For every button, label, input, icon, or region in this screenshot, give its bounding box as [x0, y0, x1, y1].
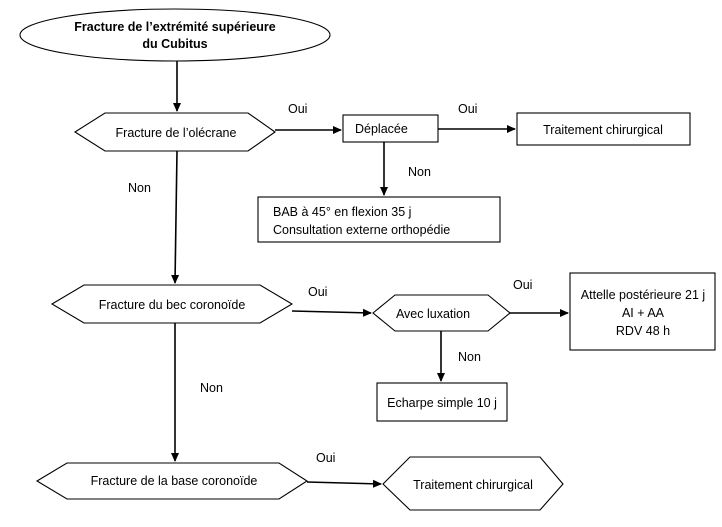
edge-bec-to-luxation — [291, 308, 372, 317]
box-attelle-line3: RDV 48 h — [616, 324, 670, 338]
box-echarpe: Echarpe simple 10 j — [376, 382, 508, 422]
box-bab: BAB à 45° en flexion 35 j Consultation e… — [257, 196, 501, 243]
decision-bec-label: Fracture du bec coronoïde — [99, 298, 246, 312]
box-deplacee: Déplacée — [342, 114, 439, 143]
box-traitement-1-label: Traitement chirurgical — [543, 123, 663, 137]
start-title-line1: Fracture de l’extrémité supérieure — [74, 20, 276, 34]
decision-luxation-label: Avec luxation — [396, 307, 470, 321]
terminal-traitement-2-label: Traitement chirurgical — [413, 478, 533, 492]
edge-label-oui-luxation: Oui — [513, 278, 532, 292]
edge-base-to-traitement — [306, 479, 382, 488]
edge-label-non-olecrane: Non — [128, 181, 151, 195]
box-echarpe-label: Echarpe simple 10 j — [387, 396, 497, 410]
box-attelle-line1: Attelle postérieure 21 j — [581, 288, 705, 302]
box-bab-line1: BAB à 45° en flexion 35 j — [273, 205, 411, 219]
edge-label-non-deplacee: Non — [408, 165, 431, 179]
edge-label-non-luxation: Non — [458, 350, 481, 364]
decision-base-label: Fracture de la base coronoïde — [91, 474, 258, 488]
box-deplacee-label: Déplacée — [355, 122, 408, 136]
box-traitement-chirurgical-1: Traitement chirurgical — [516, 112, 691, 146]
box-attelle-line2: AI + AA — [622, 306, 665, 320]
decision-bec-coronoide: Fracture du bec coronoïde — [50, 284, 294, 324]
decision-olecrane-label: Fracture de l’olécrane — [116, 126, 237, 140]
edge-label-oui-olecrane: Oui — [288, 102, 307, 116]
edge-label-non-bec: Non — [200, 381, 223, 395]
start-node: Fracture de l’extrémité supérieure du Cu… — [19, 8, 331, 62]
terminal-traitement-chirurgical-2: Traitement chirurgical — [382, 456, 564, 511]
box-bab-line2: Consultation externe orthopédie — [273, 223, 450, 237]
edge-label-oui-base: Oui — [316, 451, 335, 465]
decision-olecrane: Fracture de l’olécrane — [73, 112, 276, 152]
edge-label-oui-deplacee: Oui — [458, 102, 477, 116]
edge-label-oui-bec: Oui — [308, 285, 327, 299]
edge-olecrane-to-bec — [171, 150, 180, 284]
box-attelle: Attelle postérieure 21 j AI + AA RDV 48 … — [569, 272, 716, 351]
start-title-line2: du Cubitus — [142, 37, 207, 51]
decision-avec-luxation: Avec luxation — [372, 294, 511, 332]
decision-base-coronoide: Fracture de la base coronoïde — [35, 462, 309, 500]
